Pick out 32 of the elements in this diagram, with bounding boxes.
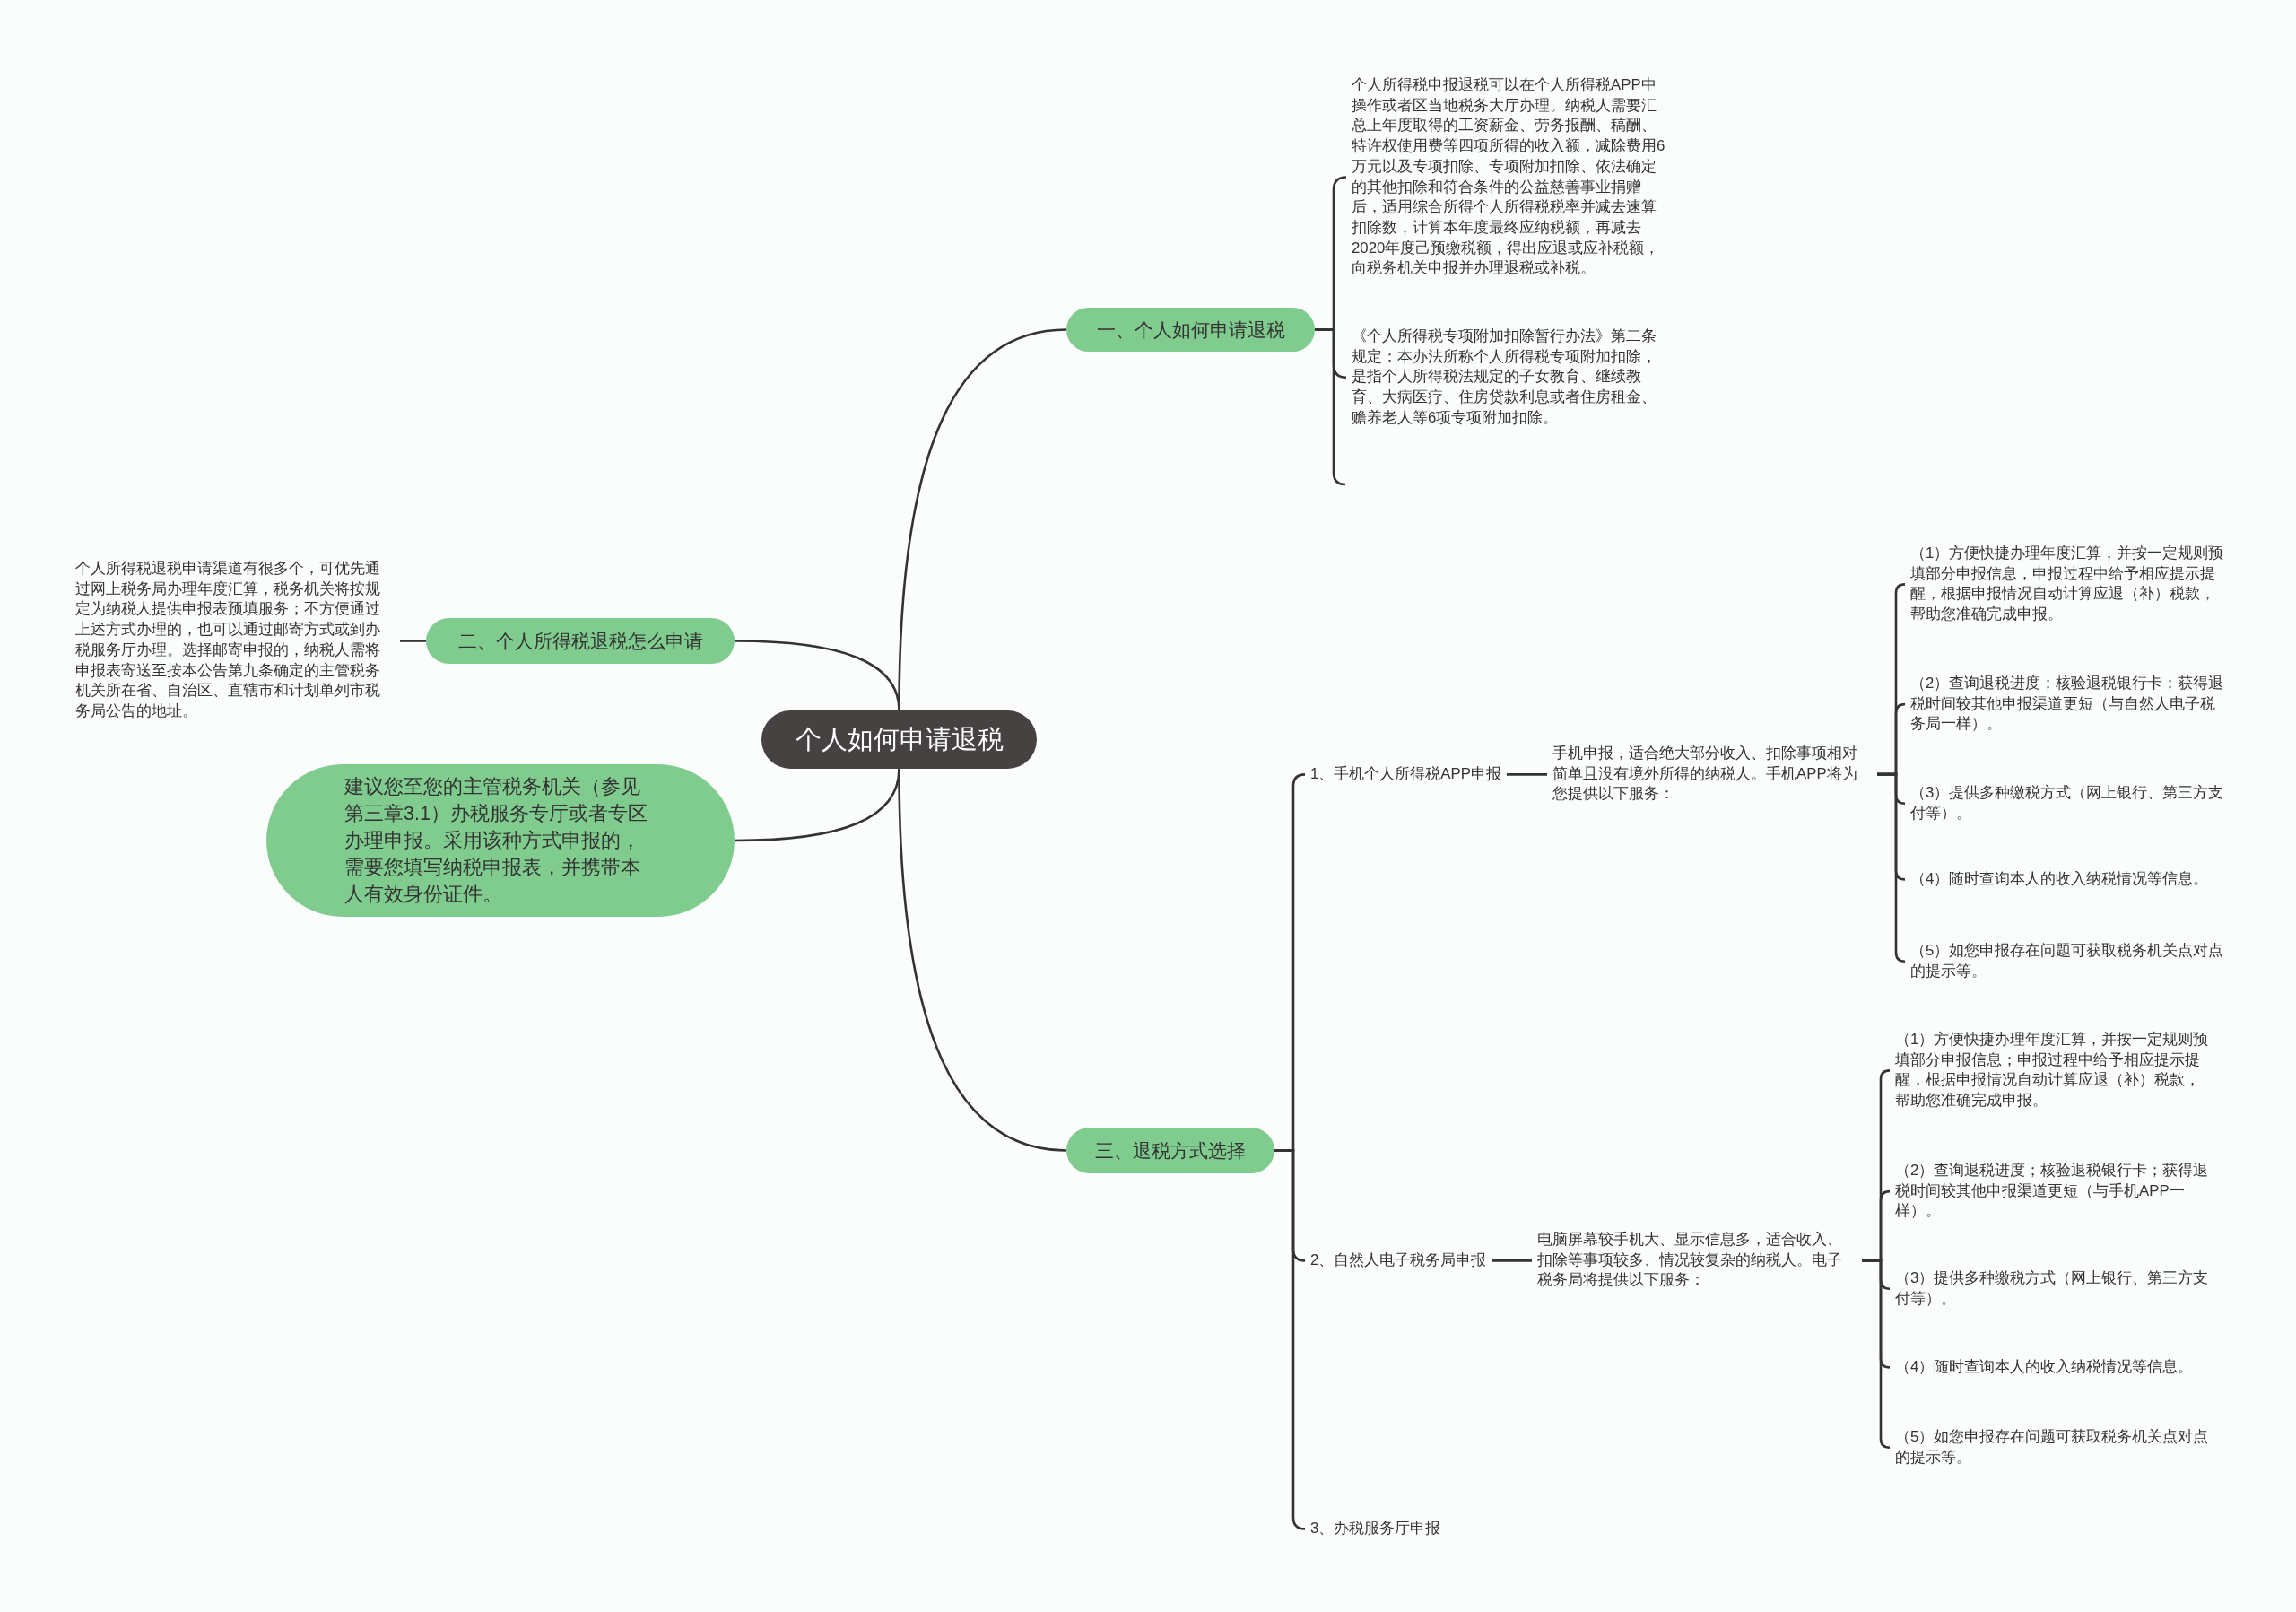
branch-topic: 一、个人如何申请退税 [1066,308,1315,352]
central-topic: 个人如何申请退税 [761,710,1037,769]
connector-line [1315,328,1347,486]
connector-line [1877,772,1907,963]
connector-line [1862,1259,1892,1449]
note-text: （4）随时查询本人的收入纳税情况等信息。 [1890,1357,2220,1378]
subtopic-text: 2、自然人电子税务局申报 [1305,1250,1492,1271]
connector-line [1506,773,1547,776]
branch-topic: 三、退税方式选择 [1066,1128,1274,1173]
note-text: 个人所得税退税申请渠道有很多个，可优先通过网上税务局办理年度汇算，税务机关将按规定为纳税人提供申报表预填服务；不方便通过上述方式办理的，也可以通过邮寄方式或到办税服务厅办理。选择邮寄申报的，纳税人需将申报表寄送至按本公告第九条确定的主管税务机关所在省、自治区、直辖市和计划单列市税务局公告的地址。 [70,559,400,722]
subtopic-text: 1、手机个人所得税APP申报 [1305,764,1507,785]
note-text: 电脑屏幕较手机大、显示信息多，适合收入、扣除等事项较多、情况较复杂的纳税人。电子税务局将提供以下服务： [1532,1230,1862,1292]
connector-line [898,768,1067,1152]
note-bubble: 建议您至您的主管税务机关（参见第三章3.1）办税服务专厅或者专区办理申报。采用该种方式申报的，需要您填写纳税申报表，并携带本人有效身份证件。 [266,764,735,917]
connector-line [1492,1259,1532,1262]
note-text: （4）随时查询本人的收入纳税情况等信息。 [1905,869,2235,890]
note-text: （5）如您申报存在问题可获取税务机关点对点的提示等。 [1890,1427,2220,1468]
note-text: （2）查询退税进度；核验退税银行卡；获得退税时间较其他申报渠道更短（与自然人电子税务局一样）。 [1905,674,2235,736]
note-text: 个人所得税申报退税可以在个人所得税APP中操作或者区当地税务大厅办理。纳税人需要汇总上年度取得的工资薪金、劳务报酬、稿酬、特许权使用费等四项所得的收入额，减除费用6万元以及专项扣除、专项附加扣除、依法确定的其他扣除和符合条件的公益慈善事业捐赠后，适用综合所得个人所得税税率并减去速算扣除数，计算本年度最终应纳税额，再减去2020年度己预缴税额，得出应退或应补税额，向税务机关申报并办理退税或补税。 [1346,75,1676,280]
note-text: （3）提供多种缴税方式（网上银行、第三方支付等）。 [1890,1268,2220,1310]
note-text: （2）查询退税进度；核验退税银行卡；获得退税时间较其他申报渠道更短（与手机APP一样）。 [1890,1161,2220,1223]
note-text: 手机申报，适合绝大部分收入、扣除事项相对简单且没有境外所得的纳税人。手机APP将为您提供以下服务： [1547,744,1877,806]
note-text: 《个人所得税专项附加扣除暂行办法》第二条规定：本办法所称个人所得税专项附加扣除，是指个人所得税法规定的子女教育、继续教育、大病医疗、住房贷款利息或者住房租金、赡养老人等6项专项附加扣除。 [1346,327,1676,429]
connector-line [400,640,426,642]
note-text: （1）方便快捷办理年度汇算，并按一定规则预填部分申报信息，申报过程中给予相应提示提醒，根据申报情况自动计算应退（补）税款，帮助您准确完成申报。 [1905,544,2235,625]
note-text: （3）提供多种缴税方式（网上银行、第三方支付等）。 [1905,783,2235,824]
subtopic-text: 3、办税服务厅申报 [1305,1519,1447,1539]
connector-line [734,640,900,711]
branch-topic: 二、个人所得税退税怎么申请 [426,618,735,664]
connector-line [1274,1149,1307,1530]
note-text: （1）方便快捷办理年度汇算，并按一定规则预填部分申报信息；申报过程中给予相应提示提醒，根据申报情况自动计算应退（补）税款，帮助您准确完成申报。 [1890,1030,2220,1111]
note-text: （5）如您申报存在问题可获取税务机关点对点的提示等。 [1905,941,2235,982]
